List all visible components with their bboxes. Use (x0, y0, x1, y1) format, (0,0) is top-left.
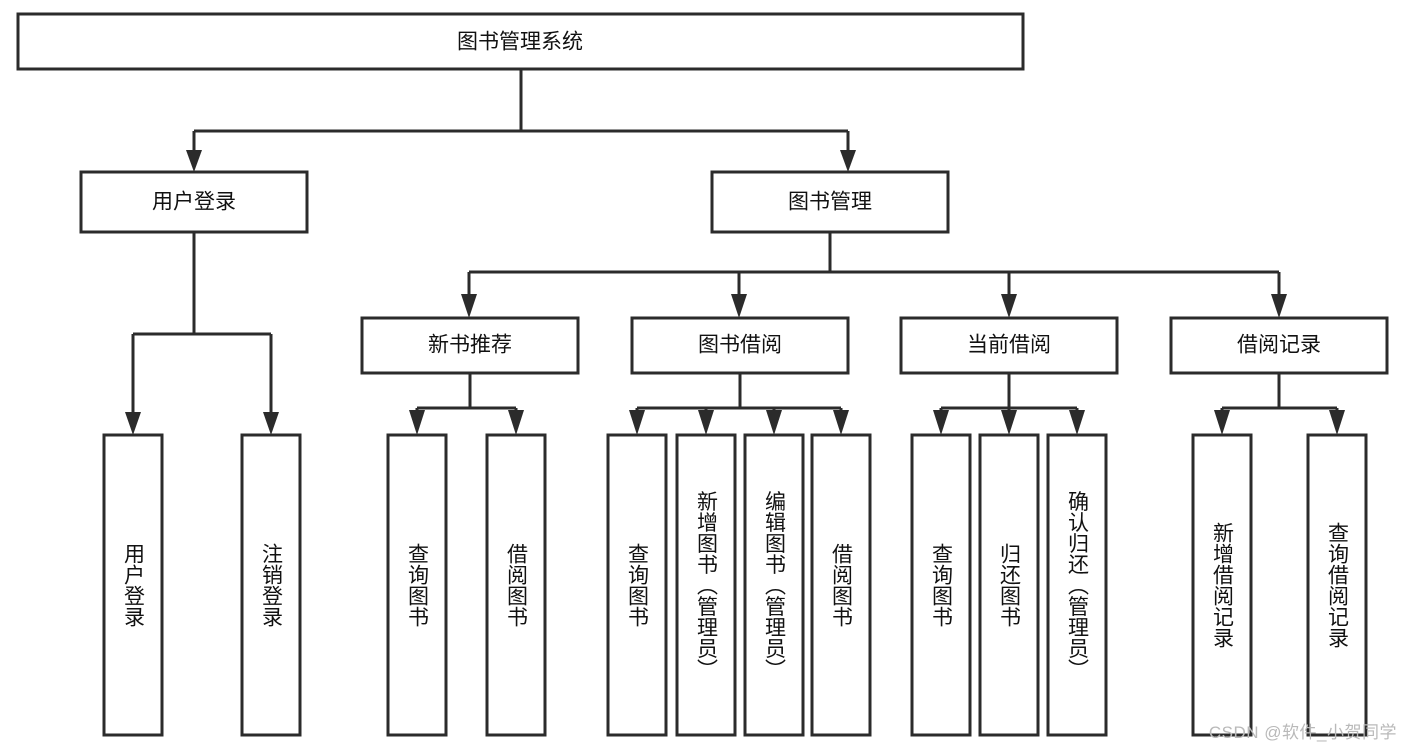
leaf-query-record-box (1306, 433, 1368, 737)
arrow-head-to-leaf-borrow-book-a (508, 410, 524, 435)
arrow-head-to-leaf-confirm-return (1069, 410, 1085, 435)
arrow-head-to-leaf-query-book-a (409, 410, 425, 435)
leaf-logout-box (240, 433, 302, 737)
arrow-head-to-book-borrow (731, 294, 747, 318)
leaf-confirm-return-label: 确认归还（管理员） (1066, 491, 1090, 680)
leaf-query-book-b[interactable]: 查询图书 (606, 433, 668, 737)
node-new-book-recommend[interactable]: 新书推荐 (360, 316, 580, 375)
node-new-book-recommend-box (360, 316, 580, 375)
leaf-borrow-book-b-label: 借阅图书 (830, 543, 854, 627)
arrow-head-to-leaf-user-login (125, 412, 141, 435)
leaf-user-login-label: 用户登录 (122, 543, 146, 627)
node-book-manage[interactable]: 图书管理 (710, 170, 950, 234)
leaf-borrow-book-b-box (810, 433, 872, 737)
leaf-add-book-label: 新增图书（管理员） (695, 491, 719, 680)
leaf-add-book-box (675, 433, 737, 737)
leaf-query-book-b-box (606, 433, 668, 737)
leaf-query-record[interactable]: 查询借阅记录 (1306, 433, 1368, 737)
connector-book-manage-to-level3 (461, 232, 1287, 318)
leaf-query-book-a[interactable]: 查询图书 (386, 433, 448, 737)
arrow-head-to-book-manage (840, 150, 856, 172)
leaf-query-book-c-label: 查询图书 (930, 543, 954, 627)
leaf-borrow-book-b[interactable]: 借阅图书 (810, 433, 872, 737)
arrow-head-to-leaf-query-record (1329, 410, 1345, 435)
leaf-query-book-a-box (386, 433, 448, 737)
connector-borrow-record-to-leaves (1214, 373, 1345, 435)
leaf-add-record[interactable]: 新增借阅记录 (1191, 433, 1253, 737)
node-root-label: 图书管理系统 (457, 31, 583, 54)
arrow-head-to-leaf-logout (263, 412, 279, 435)
node-current-borrow-label: 当前借阅 (967, 334, 1051, 357)
csdn-watermark: CSDN @软件_小贺同学 (1208, 723, 1397, 742)
node-book-borrow-label: 图书借阅 (698, 334, 782, 357)
arrow-head-to-leaf-edit-book (766, 410, 782, 435)
leaf-user-login[interactable]: 用户登录 (102, 433, 164, 737)
node-user-login-box (79, 170, 309, 234)
node-user-login[interactable]: 用户登录 (79, 170, 309, 234)
node-new-book-recommend-label: 新书推荐 (428, 334, 512, 357)
connector-current-borrow-to-leaves (933, 373, 1085, 435)
connector-user-login-to-leaves (125, 232, 279, 435)
leaf-borrow-book-a-box (485, 433, 547, 737)
node-current-borrow-box (899, 316, 1119, 375)
leaf-user-login-box (102, 433, 164, 737)
node-current-borrow[interactable]: 当前借阅 (899, 316, 1119, 375)
leaf-edit-book[interactable]: 编辑图书（管理员） (743, 433, 805, 737)
leaf-return-book-label: 归还图书 (998, 543, 1022, 627)
arrow-head-to-leaf-return-book (1001, 410, 1017, 435)
node-root[interactable]: 图书管理系统 (16, 12, 1025, 71)
leaf-query-book-c[interactable]: 查询图书 (910, 433, 972, 737)
connector-book-borrow-to-leaves (629, 373, 849, 435)
leaf-return-book-box (978, 433, 1040, 737)
leaf-logout[interactable]: 注销登录 (240, 433, 302, 737)
arrow-head-to-current-borrow (1001, 294, 1017, 318)
arrow-head-to-leaf-add-book (698, 410, 714, 435)
leaf-add-record-label: 新增借阅记录 (1211, 522, 1235, 648)
leaf-query-book-a-label: 查询图书 (406, 543, 430, 627)
leaf-confirm-return[interactable]: 确认归还（管理员） (1046, 433, 1108, 737)
node-book-manage-label: 图书管理 (788, 191, 872, 214)
node-root-box (16, 12, 1025, 71)
arrow-head-to-leaf-query-book-c (933, 410, 949, 435)
arrow-head-to-new-book-rec (461, 294, 477, 318)
arrow-head-to-leaf-query-book-b (629, 410, 645, 435)
arrow-head-to-borrow-record (1271, 294, 1287, 318)
leaf-query-record-label: 查询借阅记录 (1326, 522, 1350, 648)
leaf-confirm-return-box (1046, 433, 1108, 737)
leaf-edit-book-label: 编辑图书（管理员） (763, 491, 787, 680)
leaf-logout-label: 注销登录 (260, 543, 284, 627)
leaf-borrow-book-a-label: 借阅图书 (505, 543, 529, 627)
node-borrow-record[interactable]: 借阅记录 (1169, 316, 1389, 375)
node-user-login-label: 用户登录 (152, 191, 236, 214)
leaf-return-book[interactable]: 归还图书 (978, 433, 1040, 737)
leaf-edit-book-box (743, 433, 805, 737)
node-book-borrow[interactable]: 图书借阅 (630, 316, 850, 375)
leaf-add-book[interactable]: 新增图书（管理员） (675, 433, 737, 737)
leaf-query-book-b-label: 查询图书 (626, 543, 650, 627)
connector-new-book-rec-to-leaves (409, 373, 524, 435)
node-borrow-record-label: 借阅记录 (1237, 334, 1321, 357)
leaf-borrow-book-a[interactable]: 借阅图书 (485, 433, 547, 737)
arrow-head-to-leaf-borrow-book-b (833, 410, 849, 435)
connector-root-to-level2 (186, 69, 856, 172)
arrow-head-to-user-login (186, 150, 202, 172)
leaf-add-record-box (1191, 433, 1253, 737)
arrow-head-to-leaf-add-record (1214, 410, 1230, 435)
leaf-query-book-c-box (910, 433, 972, 737)
